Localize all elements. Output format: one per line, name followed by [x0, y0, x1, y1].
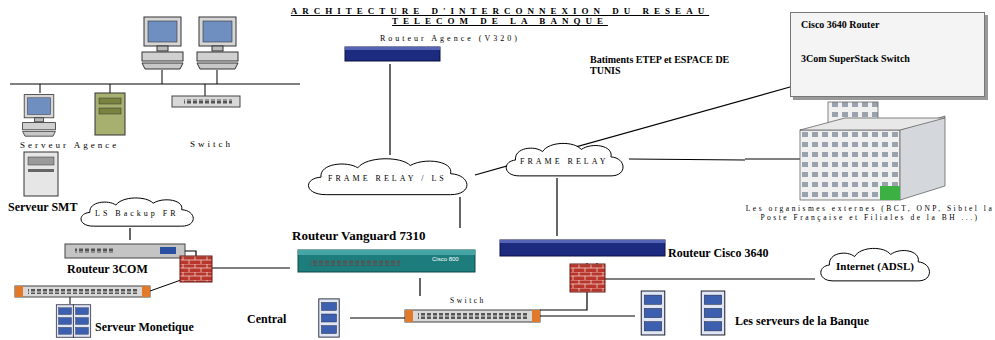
device-node: Routeur Vanguard 7310: [290, 228, 480, 278]
connector-line: [597, 263, 815, 279]
node-label: Routeur Vanguard 7310: [292, 228, 425, 244]
device-node: Switch: [170, 92, 250, 152]
device-node: Les organismes externes (BCT, ONP, Sibte…: [745, 100, 995, 228]
network-cloud: FRAME RELAY: [500, 140, 629, 178]
site-box: Cisco 3640 Router 3Com SuperStack Switch: [790, 12, 985, 97]
server-icon: [73, 305, 90, 337]
node-label: Les organismes externes (BCT, ONP, Sibte…: [745, 204, 995, 222]
device-node: Routeur 3COM: [55, 240, 185, 279]
cloud-shape: [81, 198, 193, 226]
diagram-title: ARCHITECTURE D'INTERCONNEXION DU RESEAU …: [265, 6, 735, 26]
router-device: [345, 47, 440, 61]
device-node: Routeur Cisco 3640: [500, 236, 773, 263]
workstation-icon: [197, 17, 238, 69]
agency-server-icon: [95, 93, 125, 135]
connector-line: [556, 178, 557, 236]
network-cloud: LS Backup FR: [75, 195, 199, 228]
device-model-label: Cisco 800: [432, 256, 459, 262]
cloud-shape: [308, 159, 466, 195]
node-label: Cisco 3640 Router: [801, 19, 879, 30]
lan-wiring: [10, 70, 800, 304]
cloud-label: LS Backup FR: [95, 209, 179, 218]
connector-line: [129, 228, 130, 240]
node-label: Serveur Agence: [20, 140, 119, 150]
router-device: [500, 240, 665, 256]
cloud-label: FRAME RELAY / LS: [328, 174, 447, 183]
switch-device: [15, 286, 150, 297]
server-icon: [56, 305, 73, 337]
node-label: Central: [247, 312, 286, 327]
site-label: Batiments ETEP et ESPACE DE TUNIS: [590, 54, 760, 76]
device-node: Central: [245, 296, 350, 340]
switch-device: [172, 96, 240, 107]
server-icon: [701, 291, 725, 335]
device-node: Serveur SMT: [8, 150, 98, 217]
node-label: 3Com SuperStack Switch: [801, 53, 910, 64]
smt-server-icon: [24, 152, 58, 196]
central-icon: [319, 299, 339, 337]
node-label: Serveur SMT: [8, 200, 77, 215]
firewall-icon: [570, 264, 605, 292]
building-illustration: [800, 102, 945, 200]
connector-line: [629, 159, 745, 160]
device-node: Serveur Agence: [10, 90, 160, 152]
server-icon: [641, 291, 665, 335]
vanguard-router-device: [298, 250, 475, 272]
node-label: Serveur Monetique: [95, 320, 194, 335]
node-label: Routeur 3COM: [67, 262, 148, 277]
connector-line: [459, 197, 460, 228]
node-label: Switch: [450, 296, 486, 305]
network-cloud: Internet (ADSL): [815, 245, 935, 283]
device-node: Les serveurs de la Banque: [635, 288, 880, 340]
node-label: Switch: [190, 139, 233, 149]
node-label: Les serveurs de la Banque: [735, 314, 869, 329]
device-node: Switch: [405, 296, 540, 324]
cloud-shape: [821, 248, 930, 280]
connector-line: [350, 317, 405, 318]
connector-line: [475, 87, 790, 175]
router-device: [65, 244, 185, 258]
node-label: Routeur Cisco 3640: [668, 246, 768, 261]
workstation-icon: [142, 17, 183, 69]
cloud-shape: [506, 143, 623, 175]
device-node: Serveur Monetique: [50, 302, 215, 340]
workstation-icon: [23, 95, 56, 137]
device-node: Routeur Agence (V320): [340, 34, 524, 64]
connector-line: [389, 64, 390, 155]
switch-device: [405, 310, 540, 322]
firewall-icon: [180, 256, 212, 282]
network-cloud: FRAME RELAY / LS: [300, 155, 475, 197]
connector-line: [540, 315, 635, 316]
connector-line: [419, 278, 420, 296]
cloud-label: FRAME RELAY: [520, 157, 609, 166]
node-label: Routeur Agence (V320): [380, 34, 520, 43]
cloud-label: Internet (ADSL): [836, 260, 914, 272]
